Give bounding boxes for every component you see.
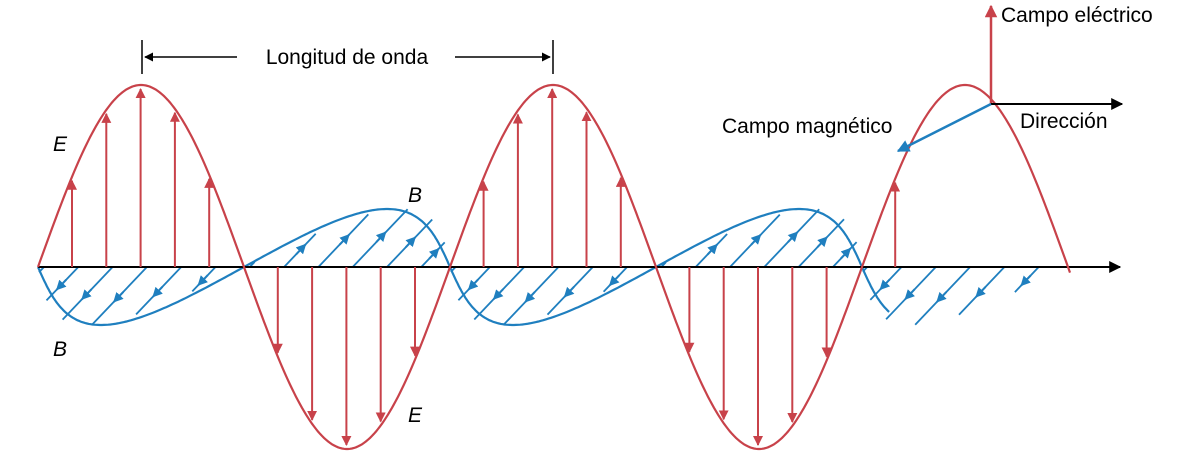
magnetic-field-arrowhead bbox=[840, 247, 852, 260]
magnetic-field-arrowhead bbox=[936, 291, 948, 303]
magnetic-field-arrowhead bbox=[81, 288, 93, 301]
magnetic-field-arrowhead bbox=[467, 278, 479, 291]
legend-magnetic-arrow bbox=[896, 102, 992, 153]
magnetic-field-arrowhead bbox=[524, 291, 536, 303]
magnetic-field-arrowhead bbox=[405, 236, 417, 248]
magnetic-field-arrowhead bbox=[197, 274, 209, 286]
magnetic-field-arrowhead bbox=[1020, 274, 1032, 287]
electric-field-wave bbox=[36, 83, 1072, 451]
magnetic-field-arrowhead bbox=[428, 247, 440, 260]
magnetic-field-arrowhead bbox=[975, 286, 987, 298]
magnetic-field-arrowhead bbox=[879, 278, 891, 291]
legend-magnetic-label: Campo magnético bbox=[722, 115, 892, 138]
magnetic-field-arrowhead bbox=[375, 231, 387, 243]
e-field-label-lower: E bbox=[408, 404, 423, 427]
magnetic-field-arrowhead bbox=[55, 279, 67, 291]
legend-direction-label: Dirección bbox=[1020, 110, 1108, 133]
b-field-label-lower: B bbox=[53, 338, 67, 361]
legend-electric-label: Campo eléctrico bbox=[1001, 4, 1153, 27]
electric-field-curve bbox=[36, 83, 1072, 451]
magnetic-field-arrowhead bbox=[750, 234, 762, 246]
magnetic-field-arrowhead bbox=[152, 286, 164, 298]
magnetic-field-arrowhead bbox=[787, 231, 799, 243]
magnetic-field-arrowhead bbox=[904, 288, 916, 300]
field-direction-legend: Campo eléctrico Campo magnético Direcció… bbox=[722, 4, 1153, 153]
magnetic-field-arrowhead bbox=[492, 288, 504, 300]
wavelength-marker: Longitud de onda bbox=[141, 40, 554, 74]
e-field-label-upper: E bbox=[53, 133, 68, 156]
wavelength-label: Longitud de onda bbox=[266, 46, 429, 69]
magnetic-field-arrowhead bbox=[816, 236, 828, 248]
b-field-label-upper: B bbox=[408, 184, 422, 207]
magnetic-field-arrowhead bbox=[113, 291, 125, 303]
magnetic-field-arrowhead bbox=[706, 243, 718, 256]
magnetic-field-arrowhead bbox=[608, 274, 620, 287]
magnetic-field-wave bbox=[36, 207, 1040, 327]
magnetic-field-arrowhead bbox=[563, 286, 575, 298]
magnetic-field-arrowhead bbox=[338, 233, 350, 246]
magnetic-field-curve bbox=[36, 207, 890, 327]
magnetic-field-arrowhead bbox=[295, 243, 307, 256]
